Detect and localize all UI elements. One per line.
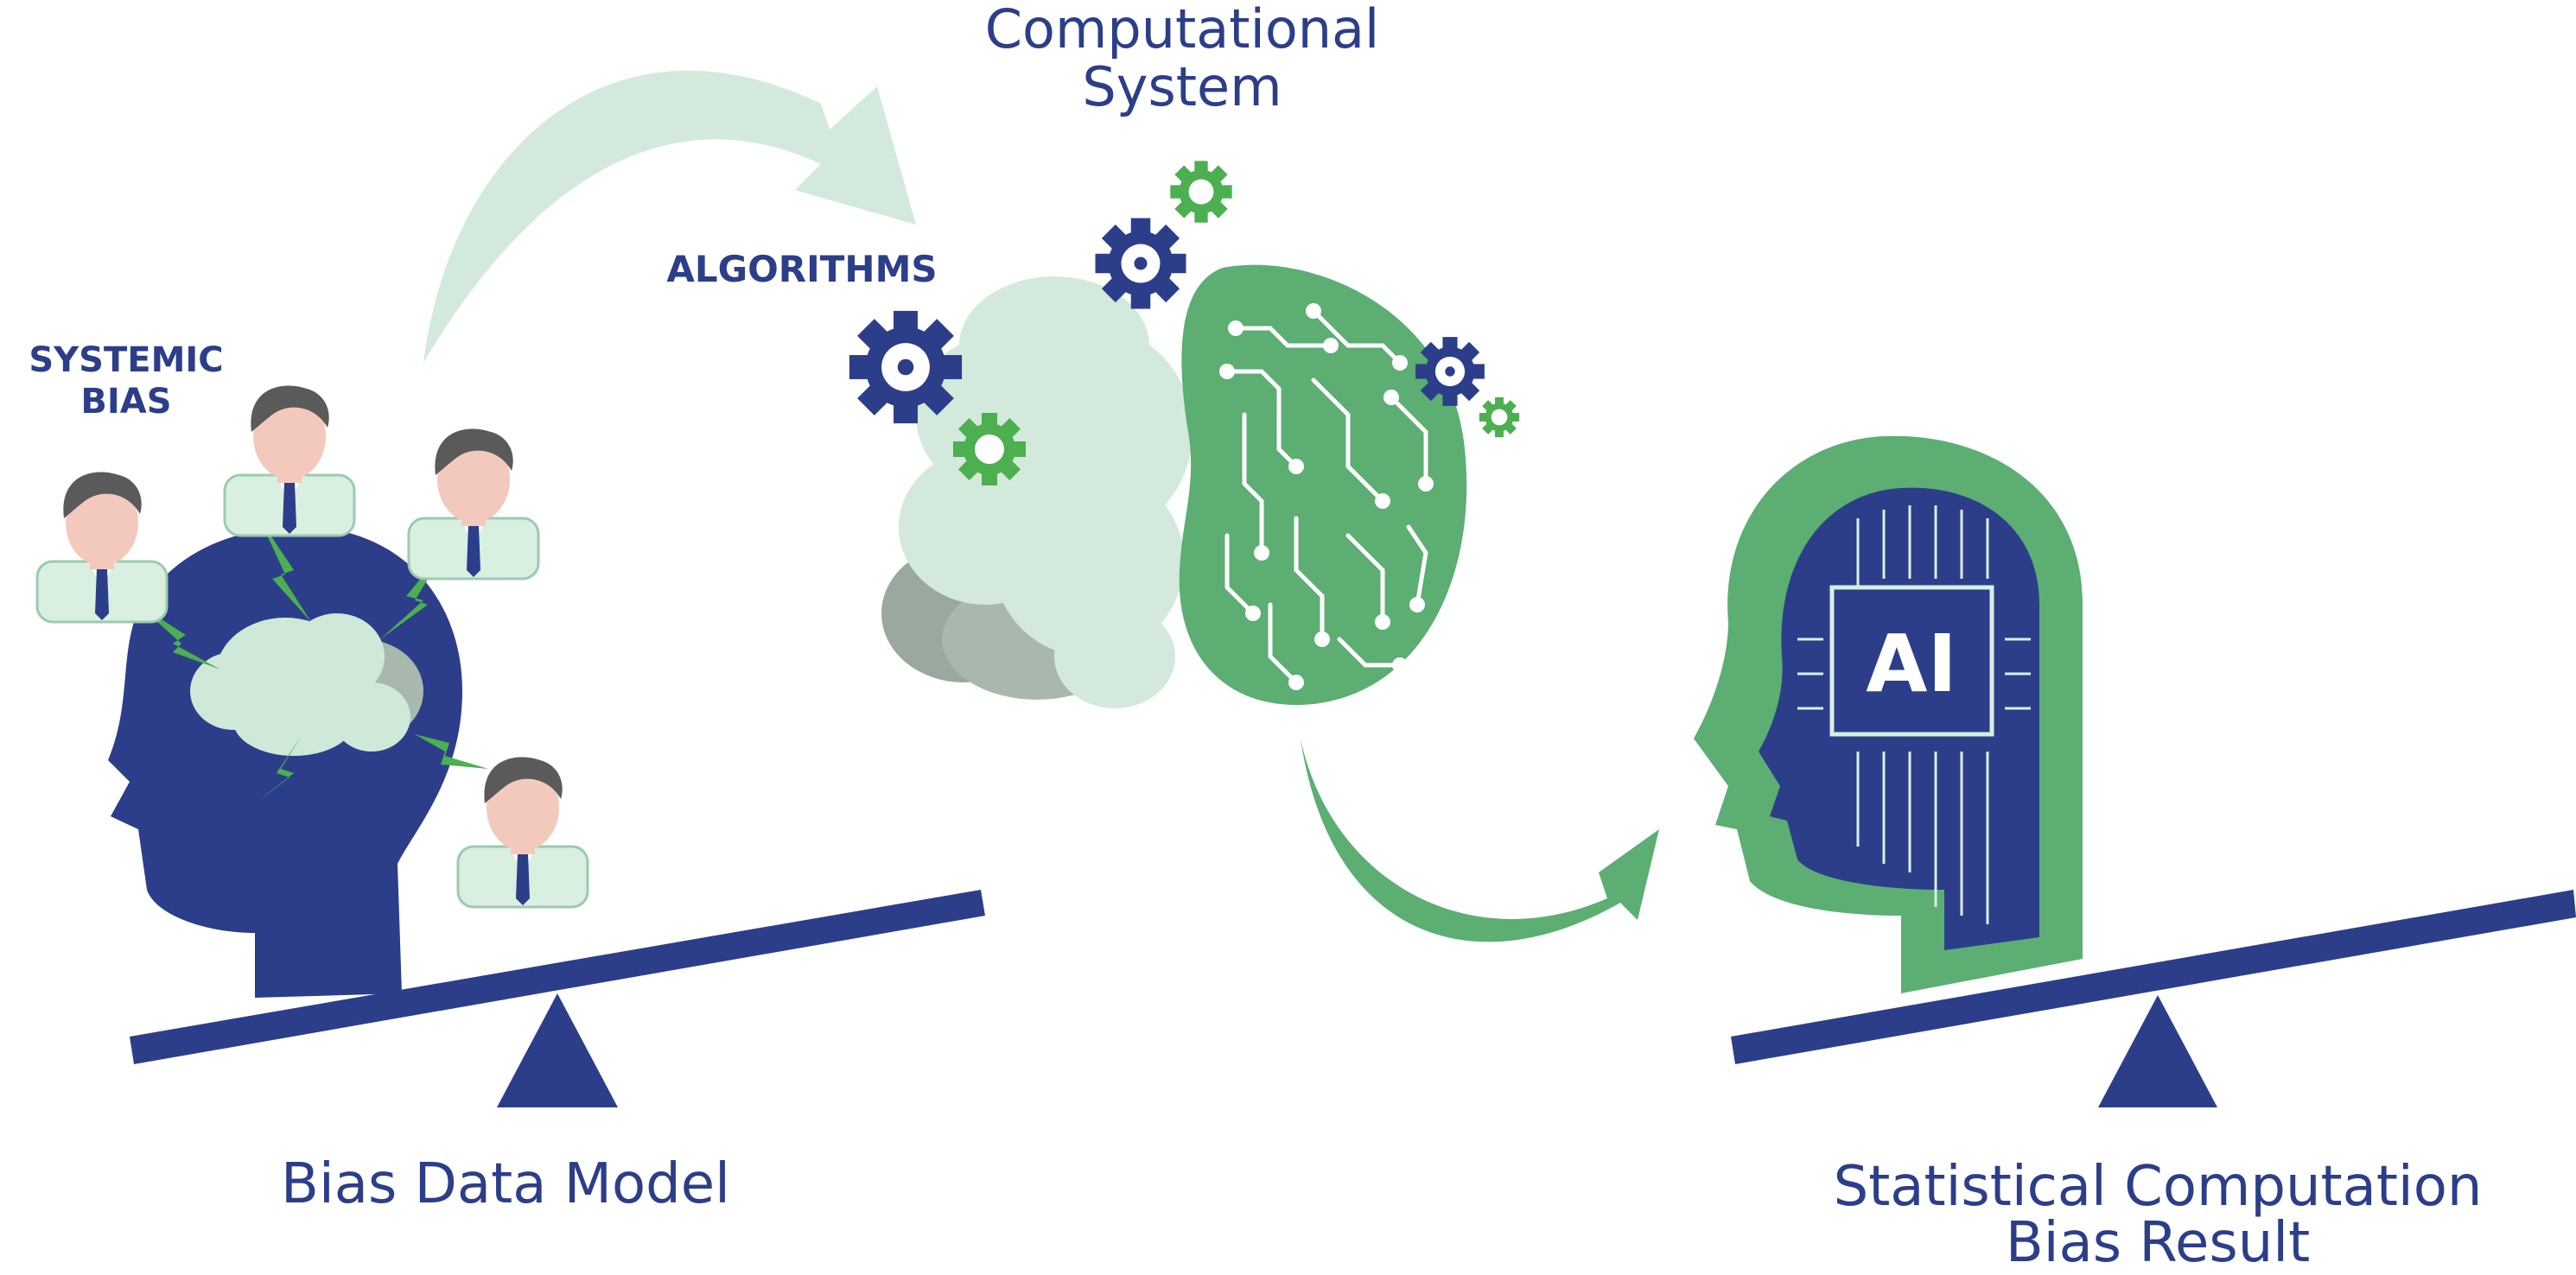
computational-cloud xyxy=(881,276,1193,708)
computational-title: Computational xyxy=(985,0,1380,60)
gear-icon xyxy=(1479,396,1520,438)
statistical-caption-line1: Statistical Computation xyxy=(1834,1155,2483,1219)
person-icon xyxy=(35,471,169,624)
gear-icon xyxy=(1170,161,1232,223)
bias-label: BIAS xyxy=(80,382,171,422)
systemic-label: SYSTEMIC xyxy=(29,340,223,380)
gear-icon xyxy=(1415,337,1485,406)
person-icon xyxy=(223,384,356,537)
system-title: System xyxy=(1082,55,1282,118)
person-icon xyxy=(407,428,540,580)
algorithms-label: ALGORITHMS xyxy=(666,248,937,290)
gear-icon xyxy=(953,413,1026,485)
curved-arrow-top xyxy=(423,70,916,363)
gear-icon xyxy=(1095,218,1186,309)
gear-icon xyxy=(849,310,963,424)
seesaw-left xyxy=(130,890,985,1107)
ai-head-icon: AI xyxy=(1694,435,2083,993)
person-icon xyxy=(456,756,589,909)
ai-chip-label: AI xyxy=(1866,618,1956,710)
ai-chip-icon xyxy=(1829,585,1994,737)
thought-cloud xyxy=(190,613,423,756)
curved-arrow-bottom xyxy=(1301,739,1659,942)
seesaw-right xyxy=(1731,890,2576,1107)
bias-data-model-caption: Bias Data Model xyxy=(281,1152,730,1216)
statistical-caption-line2: Bias Result xyxy=(2006,1211,2310,1275)
circuit-brain-icon xyxy=(1179,264,1467,706)
